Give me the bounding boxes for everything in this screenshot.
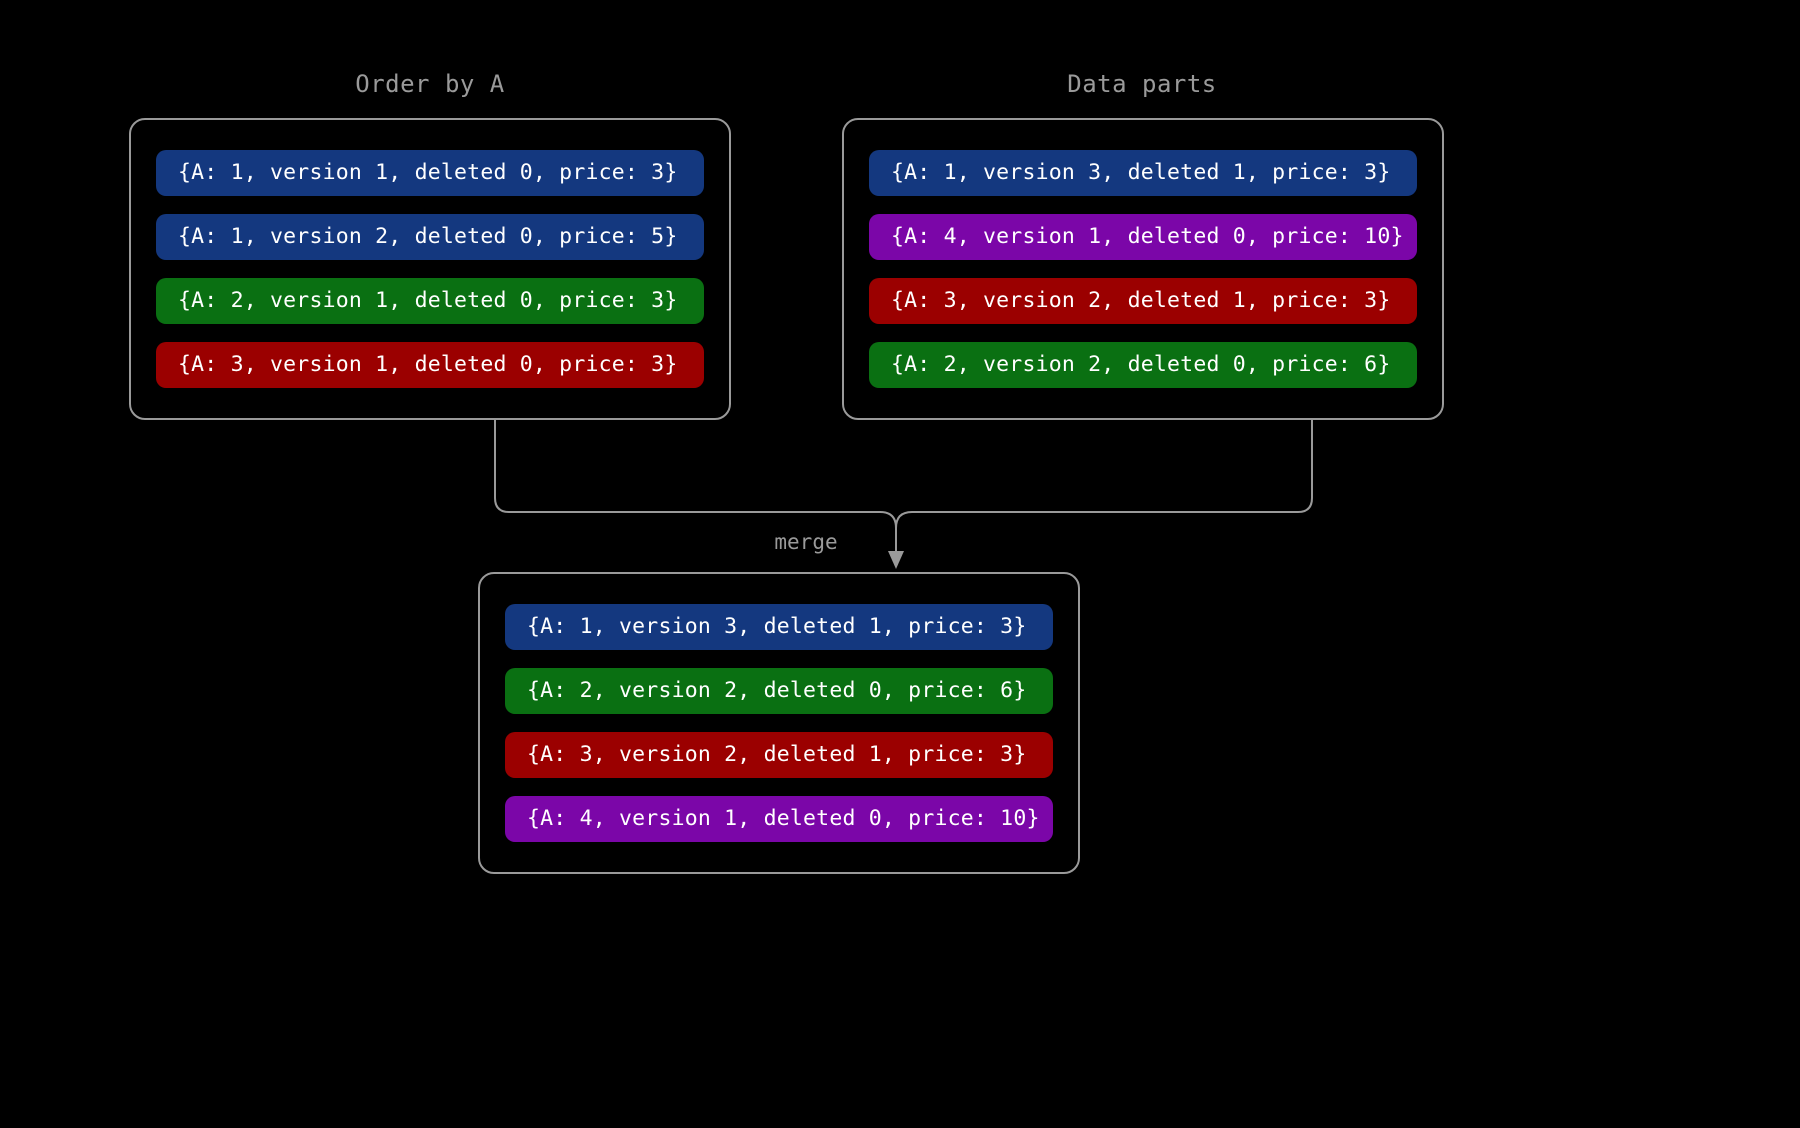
record-row: {A: 3, version 2, deleted 1, price: 3} [505, 732, 1053, 778]
panel-order-by-a-rows: {A: 1, version 1, deleted 0, price: 3} {… [131, 120, 729, 418]
record-row: {A: 2, version 1, deleted 0, price: 3} [156, 278, 704, 324]
panel-data-parts: {A: 1, version 3, deleted 1, price: 3} {… [842, 118, 1444, 420]
panel-title-data-parts: Data parts [1067, 70, 1217, 98]
panel-data-parts-rows: {A: 1, version 3, deleted 1, price: 3} {… [844, 120, 1442, 418]
panel-title-order-by-a: Order by A [355, 70, 505, 98]
record-row: {A: 3, version 1, deleted 0, price: 3} [156, 342, 704, 388]
merge-label: merge [774, 530, 838, 554]
record-row: {A: 4, version 1, deleted 0, price: 10} [505, 796, 1053, 842]
record-row: {A: 1, version 1, deleted 0, price: 3} [156, 150, 704, 196]
panel-order-by-a: {A: 1, version 1, deleted 0, price: 3} {… [129, 118, 731, 420]
record-row: {A: 2, version 2, deleted 0, price: 6} [869, 342, 1417, 388]
record-row: {A: 2, version 2, deleted 0, price: 6} [505, 668, 1053, 714]
record-row: {A: 3, version 2, deleted 1, price: 3} [869, 278, 1417, 324]
record-row: {A: 1, version 3, deleted 1, price: 3} [505, 604, 1053, 650]
panel-merged-result: {A: 1, version 3, deleted 1, price: 3} {… [478, 572, 1080, 874]
record-row: {A: 1, version 3, deleted 1, price: 3} [869, 150, 1417, 196]
record-row: {A: 4, version 1, deleted 0, price: 10} [869, 214, 1417, 260]
record-row: {A: 1, version 2, deleted 0, price: 5} [156, 214, 704, 260]
panel-merged-result-rows: {A: 1, version 3, deleted 1, price: 3} {… [480, 574, 1078, 872]
